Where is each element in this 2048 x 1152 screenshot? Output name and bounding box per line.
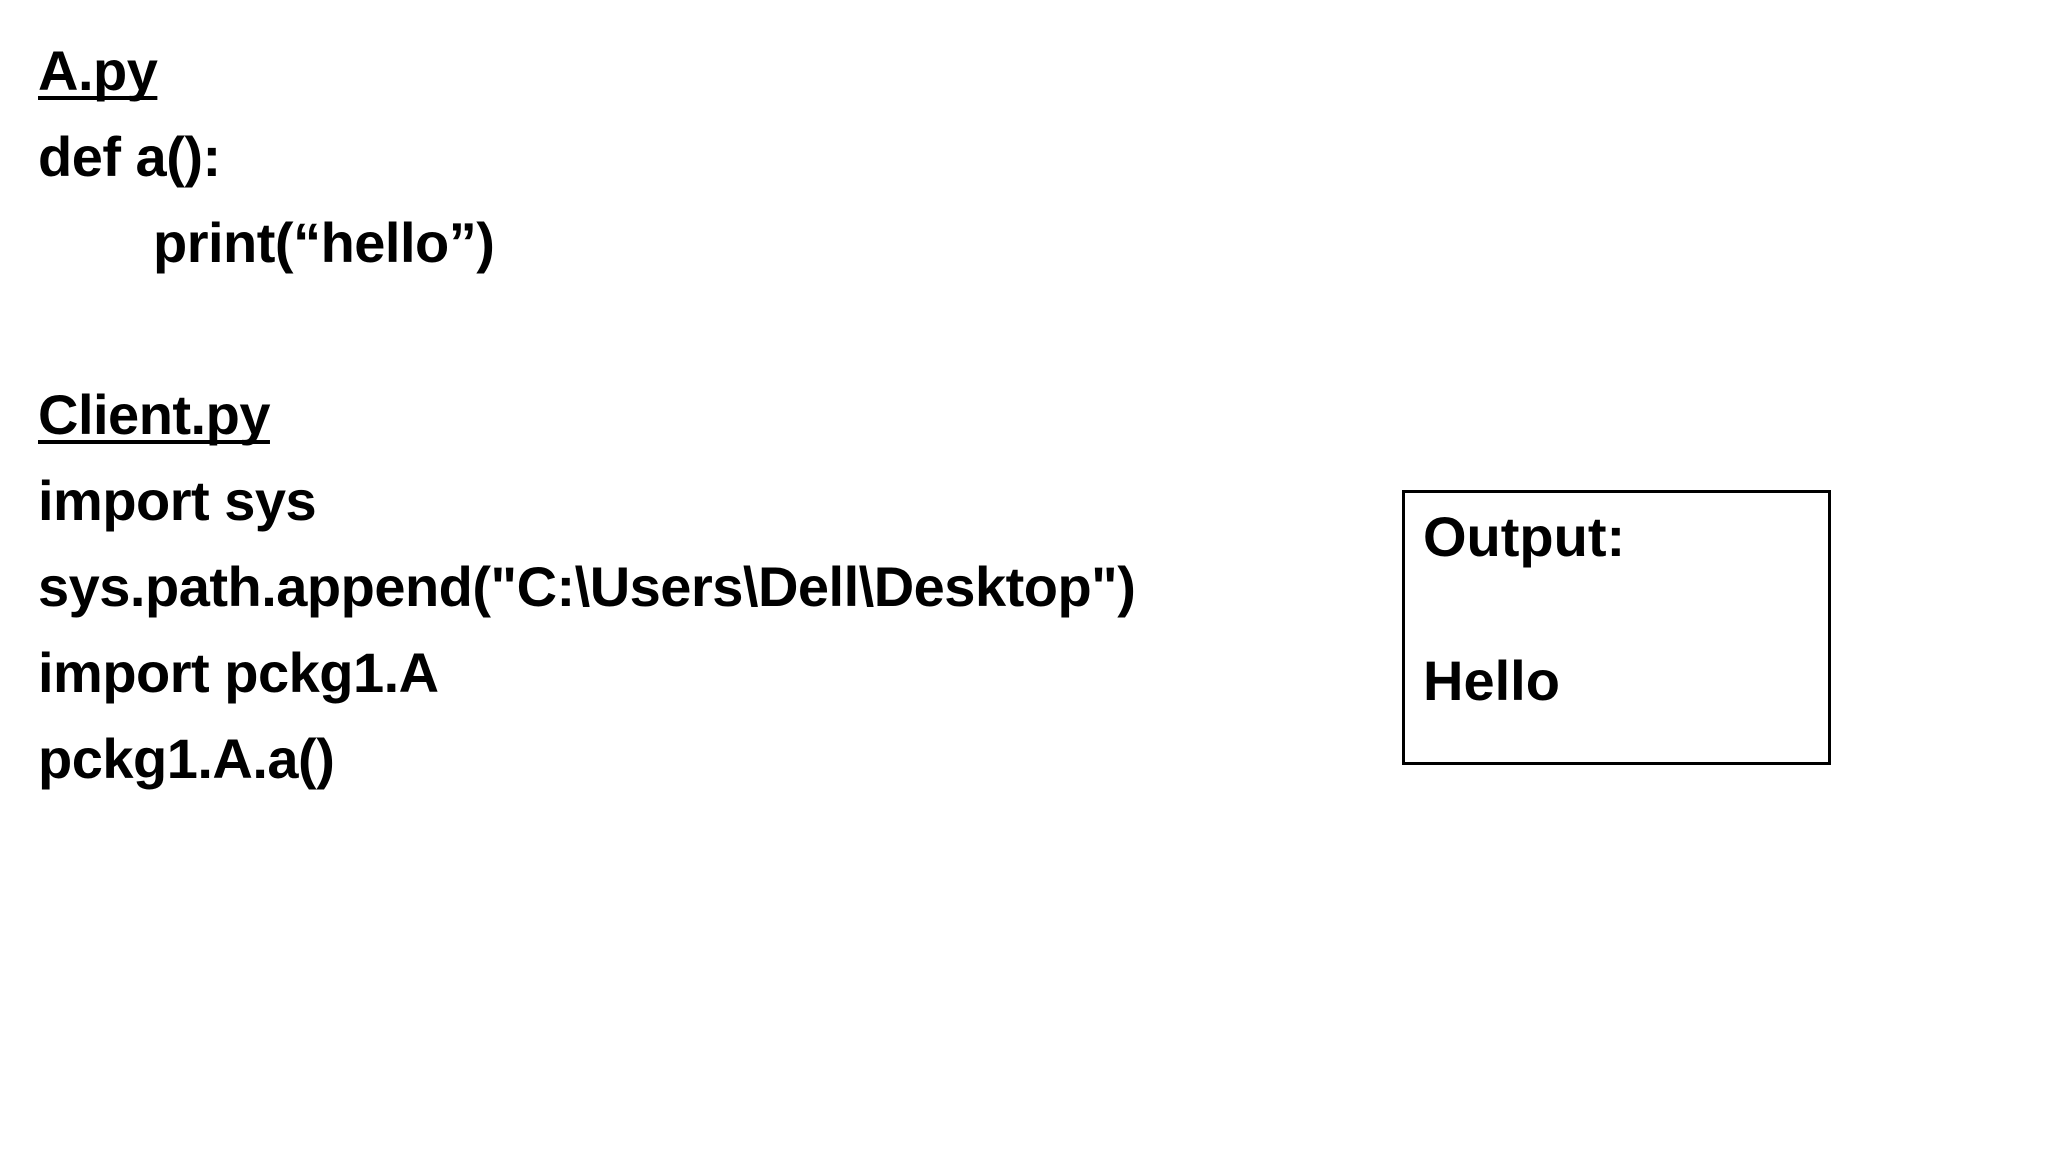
code-line-sys-path-append: sys.path.append("C:\Users\Dell\Desktop") <box>38 555 1136 618</box>
code-line-pckg1-a-call: pckg1.A.a() <box>38 727 335 790</box>
code-line: Client.py <box>38 372 1135 458</box>
code-line-import-sys: import sys <box>38 469 317 532</box>
blank-line <box>1423 573 1818 645</box>
code-line-def-a: def a(): <box>38 125 221 188</box>
code-block: A.py def a(): print(“hello”) Client.py i… <box>38 28 1136 802</box>
filename-a-py: A.py <box>38 39 158 102</box>
code-line: A.py <box>38 28 1135 114</box>
output-title: Output: <box>1423 505 1626 568</box>
blank-line <box>38 286 1135 372</box>
filename-client-py: Client.py <box>38 383 270 446</box>
code-line-import-pckg1-a: import pckg1.A <box>38 641 439 704</box>
code-line-print-hello: print(“hello”) <box>153 211 495 274</box>
output-value: Hello <box>1423 649 1560 712</box>
output-box: Output: Hello <box>1402 490 1831 765</box>
